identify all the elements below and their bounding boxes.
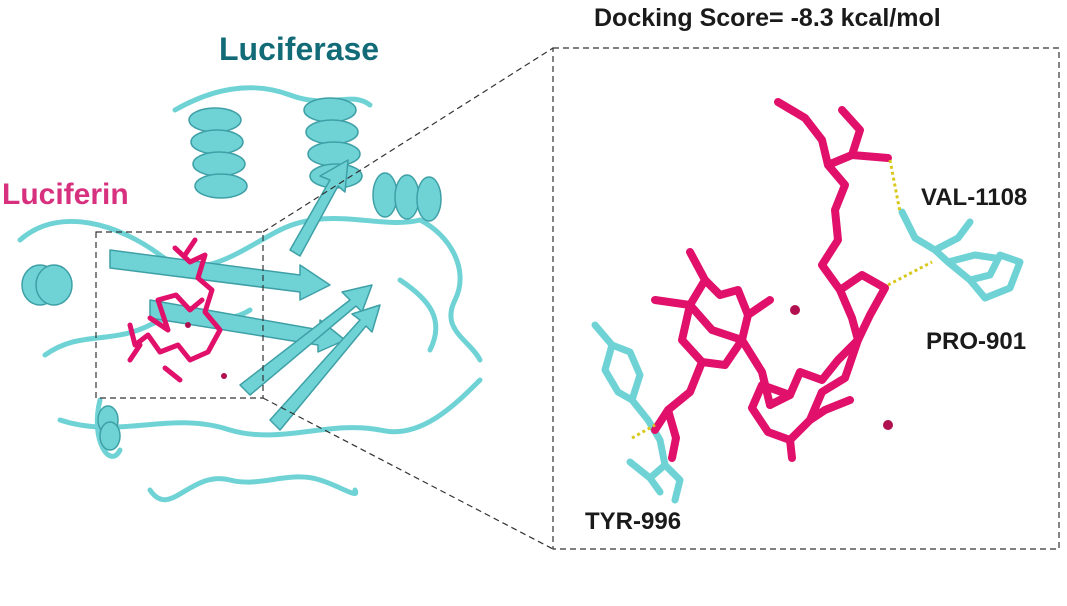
ribbon-helix-1-turn-1 <box>305 119 359 145</box>
zoom-connector-bottom <box>262 397 554 550</box>
ribbon-helix-3-turn-0 <box>372 172 398 218</box>
zoom-region-box <box>95 231 264 399</box>
ribbon-helix-0-turn-3 <box>194 173 248 199</box>
ribbon-helix-0-turn-0 <box>188 107 242 133</box>
hydrogen-bonds <box>631 159 933 440</box>
ligand-in-pocket <box>127 237 227 383</box>
ribbon-loop-6 <box>94 397 123 459</box>
ligand-sticks-small <box>127 237 223 383</box>
ribbon-loop-3 <box>147 474 359 503</box>
ribbon-helix-0-turn-2 <box>192 151 246 177</box>
ribbon-strand-3 <box>269 304 381 431</box>
water-dot <box>185 322 191 328</box>
ribbon-loop-5 <box>417 217 483 363</box>
ribbon-loop-2 <box>57 377 483 438</box>
ribbon-helix-4-turn-1 <box>99 421 121 451</box>
ribbon-strand-0 <box>109 249 331 301</box>
ribbon-helix-0-turn-1 <box>190 129 244 155</box>
ribbon-helix-1-turn-2 <box>307 141 361 167</box>
water-dot <box>221 373 227 379</box>
ribbon-loop-4 <box>172 85 373 113</box>
zoom-detail-box <box>552 47 1060 550</box>
ribbon-loop-7 <box>397 277 439 353</box>
luciferin-sticks <box>651 98 892 462</box>
zoom-connector-top <box>262 47 554 233</box>
ribbon-helix-1-turn-0 <box>303 97 357 123</box>
docking-score-title: Docking Score= -8.3 kcal/mol <box>594 4 941 32</box>
residue-label-pro-901: PRO-901 <box>926 328 1027 355</box>
residue-label-val-1108: VAL-1108 <box>921 184 1028 211</box>
ribbon-helix-2-turn-1 <box>35 264 73 306</box>
residue-label-tyr-996: TYR-996 <box>585 508 682 535</box>
residue-val-1108-sticks <box>898 208 1024 302</box>
protein-label: Luciferase <box>219 31 380 67</box>
ribbon-strand-4 <box>289 159 349 257</box>
residue-tyr-996-sticks <box>591 321 684 504</box>
water-dot <box>883 420 893 430</box>
ribbon-loop-0 <box>17 216 423 270</box>
hbond-pro-901 <box>887 260 933 287</box>
hbond-tyr-996 <box>631 423 656 440</box>
ribbon-helix-3-turn-2 <box>416 176 442 222</box>
hbond-val-1108 <box>888 159 902 213</box>
ligand-label: Luciferin <box>2 178 129 211</box>
ribbon-helix-3-turn-1 <box>394 174 420 220</box>
water-dot <box>790 305 800 315</box>
ribbon-strand-2 <box>239 284 373 396</box>
luciferase-ribbon <box>17 85 483 503</box>
